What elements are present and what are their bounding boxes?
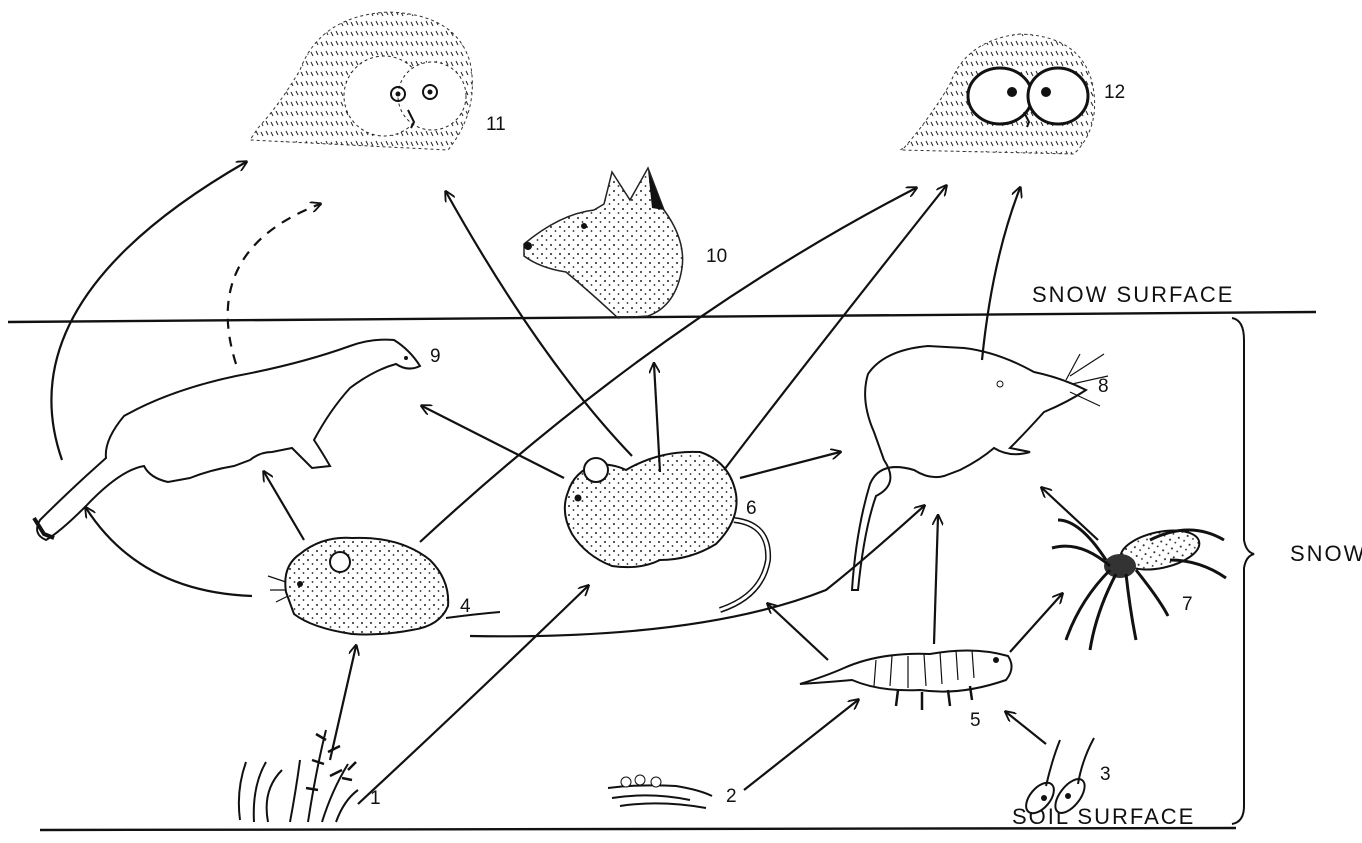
organism-number-5: 5 <box>970 710 981 731</box>
arrow-5-to-6 <box>768 604 828 660</box>
arrow-1-to-4 <box>330 646 356 760</box>
arrow-5-to-7 <box>1010 594 1062 652</box>
snow-surface-line <box>8 312 1316 322</box>
arrow-4-to-9-tail <box>86 508 252 596</box>
plants-1-illustration <box>239 730 358 822</box>
snow-bracket <box>1232 318 1254 824</box>
arrow-4-to-9 <box>264 472 304 540</box>
shrew-8-illustration <box>852 346 1108 590</box>
organism-number-3: 3 <box>1100 764 1111 785</box>
organism-number-10: 10 <box>706 246 727 267</box>
larva-5-illustration <box>800 650 1012 710</box>
snow-surface-label: SNOW SURFACE <box>1032 282 1234 307</box>
organism-number-4: 4 <box>460 596 471 617</box>
snow-label: SNOW <box>1290 541 1362 566</box>
owl-11-illustration <box>250 12 472 150</box>
organism-number-11: 11 <box>486 114 506 135</box>
fox-10-illustration <box>524 168 683 318</box>
arrow-6-to-8 <box>740 452 840 478</box>
organism-number-12: 12 <box>1104 82 1125 103</box>
arrow-9-to-11-dashed <box>228 204 320 364</box>
arrow-7-to-8 <box>1042 488 1098 540</box>
organism-number-8: 8 <box>1098 376 1109 397</box>
arrow-2-to-5 <box>744 700 858 790</box>
arrow-5-to-8 <box>934 516 938 644</box>
organism-number-2: 2 <box>726 786 737 807</box>
organism-number-6: 6 <box>746 498 757 519</box>
arrow-6-to-9 <box>422 406 564 478</box>
mouse-6-illustration <box>565 452 768 610</box>
organism-number-9: 9 <box>430 346 441 367</box>
litter-2-illustration <box>608 775 712 808</box>
arrow-8-to-12 <box>982 188 1020 360</box>
vole-4-illustration <box>268 538 500 635</box>
organism-number-7: 7 <box>1182 594 1193 615</box>
arrow-3-to-5 <box>1006 712 1046 744</box>
owl-12-illustration <box>900 34 1095 154</box>
spider-7-illustration <box>1052 520 1226 650</box>
weasel-9-illustration <box>34 340 420 540</box>
